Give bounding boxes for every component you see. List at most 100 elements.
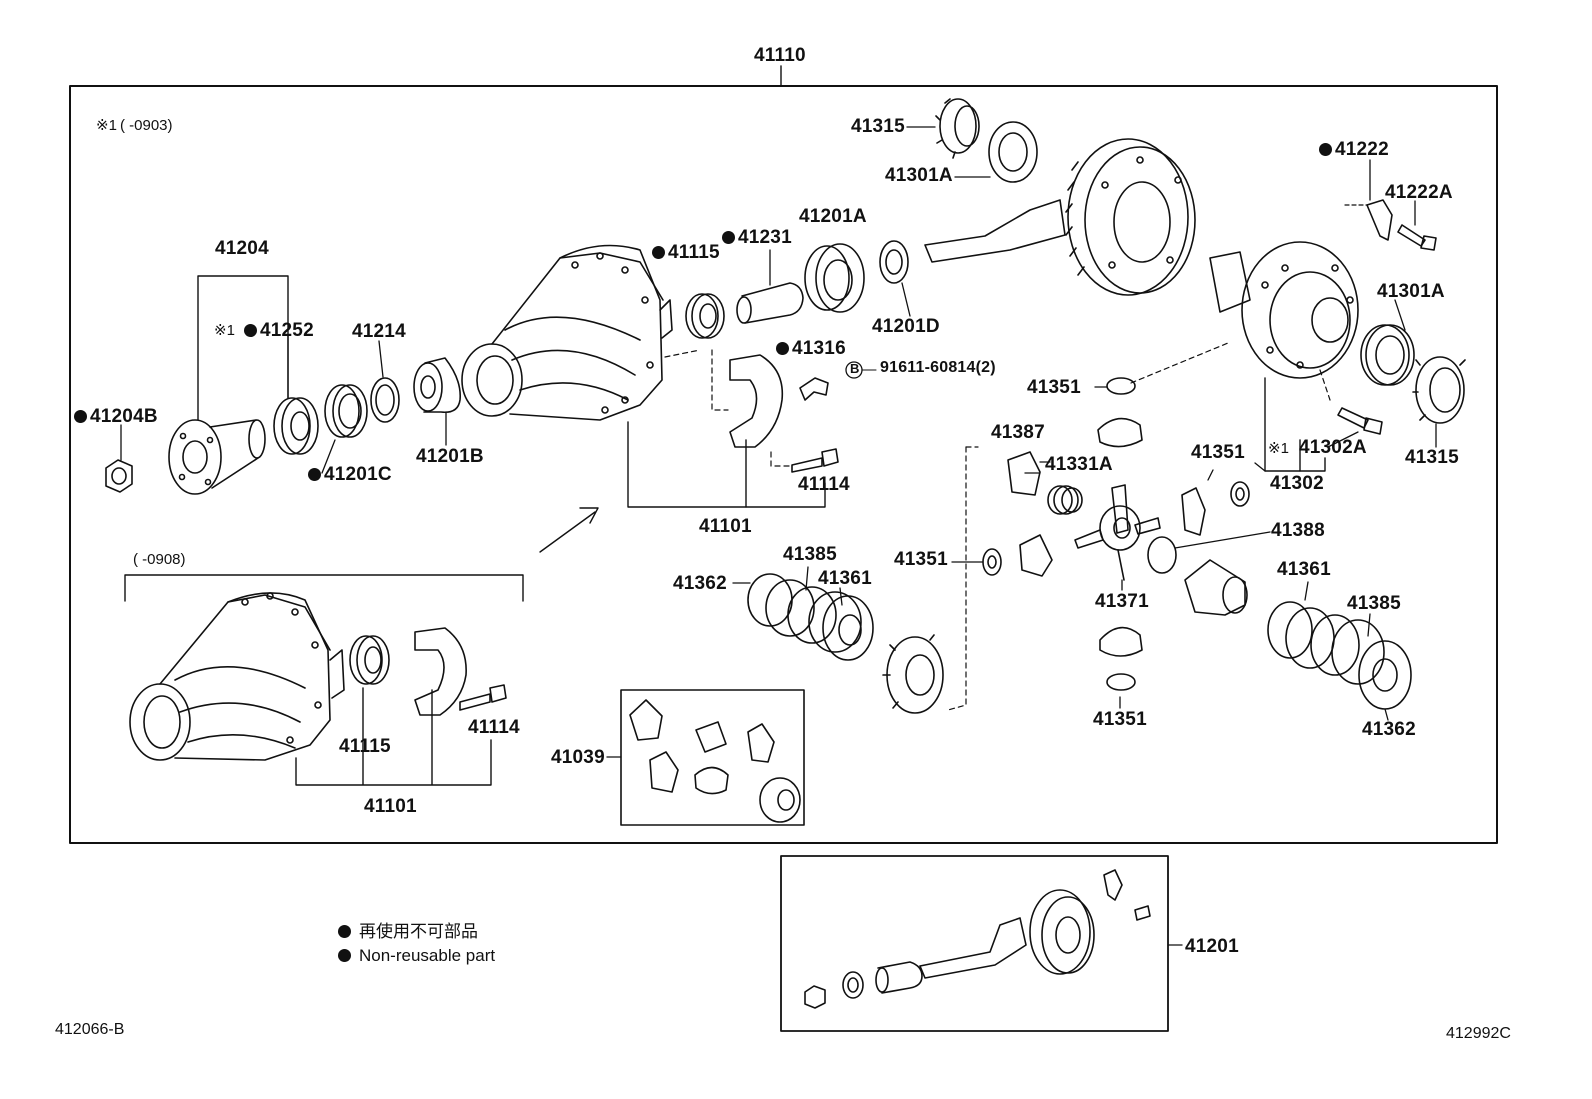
label-41351-c: 41351	[894, 549, 948, 570]
pinion-kit-frame	[620, 689, 805, 826]
thrust-washer-3	[982, 548, 1002, 576]
legend-english: Non-reusable part	[338, 947, 495, 964]
mark-41302a: ※1	[1268, 440, 1289, 457]
washer	[879, 240, 911, 317]
label-41315-right: 41315	[1405, 447, 1459, 468]
pinion-bearing	[804, 243, 865, 313]
legend-dot	[338, 925, 351, 938]
pinion-gear-1	[1097, 417, 1143, 448]
label-41385-right: 41385	[1347, 593, 1401, 614]
thrust-washer-4	[1106, 673, 1136, 691]
ring-gear-kit-frame	[780, 855, 1169, 1032]
note-mark: ※1	[96, 117, 117, 134]
label-41101-top: 41101	[699, 516, 752, 537]
legend-dot	[338, 949, 351, 962]
gear-kit-inset	[804, 869, 1151, 1009]
carrier-housing	[461, 244, 673, 421]
bolt-symbol: B	[850, 361, 860, 376]
old-carrier-housing	[129, 592, 345, 761]
label-91611: 91611-60814(2)	[880, 359, 996, 376]
label-41201d: 41201D	[872, 316, 940, 337]
label-41201c: 41201C	[308, 465, 392, 484]
pinion-shaft	[1147, 531, 1271, 574]
label-41222a: 41222A	[1385, 182, 1453, 203]
label-41361-left: 41361	[818, 568, 872, 589]
label-41388: 41388	[1271, 520, 1325, 541]
old-cap-bolt	[459, 684, 507, 711]
assembly-guides	[664, 342, 1331, 711]
pinion-seal	[685, 293, 725, 339]
oil-seal	[273, 397, 319, 455]
inset-range: ( -0908)	[133, 551, 186, 568]
label-41371: 41371	[1095, 591, 1149, 612]
pinion-gear-3	[1099, 626, 1143, 657]
footer-left-code: 412066-B	[55, 1021, 125, 1038]
label-41252: 41252	[244, 321, 314, 340]
label-41301a-right: 41301A	[1377, 281, 1445, 302]
mark-41252: ※1	[214, 322, 235, 339]
rear-bearing	[321, 384, 368, 474]
label-41331a: 41331A	[1045, 454, 1113, 475]
main-frame	[69, 85, 1498, 844]
outer-bearing	[954, 121, 1038, 183]
nut	[105, 424, 133, 493]
pinion-gear-2	[1181, 469, 1214, 536]
side-gear-pinion	[1019, 534, 1053, 577]
bearing-cap	[729, 354, 784, 448]
thrust-washer-2	[1230, 481, 1250, 507]
note-range: ( -0903)	[120, 117, 173, 134]
label-41301a-top: 41301A	[885, 165, 953, 186]
label-41316: 41316	[776, 339, 846, 358]
label-41385-left: 41385	[783, 544, 837, 565]
clutch-pack-left	[732, 566, 874, 661]
collapsible-spacer	[736, 249, 804, 324]
side-gear	[1184, 559, 1248, 616]
old-bearing-cap	[414, 627, 467, 716]
label-41351-a: 41351	[1027, 377, 1081, 398]
legend-japanese-text: 再使用不可部品	[359, 922, 478, 941]
lock-plate	[1344, 159, 1393, 241]
label-41387: 41387	[991, 422, 1045, 443]
clutch-pack-right	[1267, 581, 1412, 721]
legend-japanese: 再使用不可部品	[338, 923, 478, 940]
label-41201a: 41201A	[799, 206, 867, 227]
label-41351-d: 41351	[1093, 709, 1147, 730]
label-41231: 41231	[722, 228, 792, 247]
differential-case	[1209, 241, 1359, 379]
label-41204b: 41204B	[74, 407, 158, 426]
cap-bolt	[791, 448, 839, 473]
label-41101-bottom: 41101	[364, 796, 417, 817]
spacer	[370, 340, 400, 423]
label-41214: 41214	[352, 321, 406, 342]
adjuster-lock	[799, 377, 829, 401]
thrust-washer-1	[1106, 377, 1136, 395]
label-41114-bottom: 41114	[468, 717, 520, 738]
label-41302: 41302	[1270, 473, 1324, 494]
label-41110: 41110	[754, 45, 806, 66]
direction-arrow	[539, 507, 599, 553]
adjusting-nut-top	[906, 98, 980, 159]
legend-english-text: Non-reusable part	[359, 946, 496, 965]
label-41115-bottom: 41115	[339, 736, 391, 757]
label-41362-right: 41362	[1362, 719, 1416, 740]
label-41039: 41039	[551, 747, 605, 768]
ring-gear	[924, 138, 1196, 296]
label-41351-b: 41351	[1191, 442, 1245, 463]
old-seal	[349, 635, 390, 685]
front-bearing	[413, 357, 462, 446]
ring-gear-bolt	[1327, 407, 1383, 448]
footer-right-code: 412992C	[1446, 1025, 1511, 1042]
label-41361-right: 41361	[1277, 559, 1331, 580]
label-41315-top: 41315	[851, 116, 905, 137]
label-41302a: 41302A	[1299, 437, 1367, 458]
label-41201: 41201	[1185, 936, 1239, 957]
label-41204: 41204	[215, 238, 269, 259]
lock-bolt	[1397, 200, 1437, 251]
label-41222: 41222	[1319, 140, 1389, 159]
cross-shaft	[1074, 484, 1161, 581]
label-41114-top: 41114	[798, 474, 850, 495]
label-41201b: 41201B	[416, 446, 484, 467]
side-gear-large	[882, 634, 944, 714]
